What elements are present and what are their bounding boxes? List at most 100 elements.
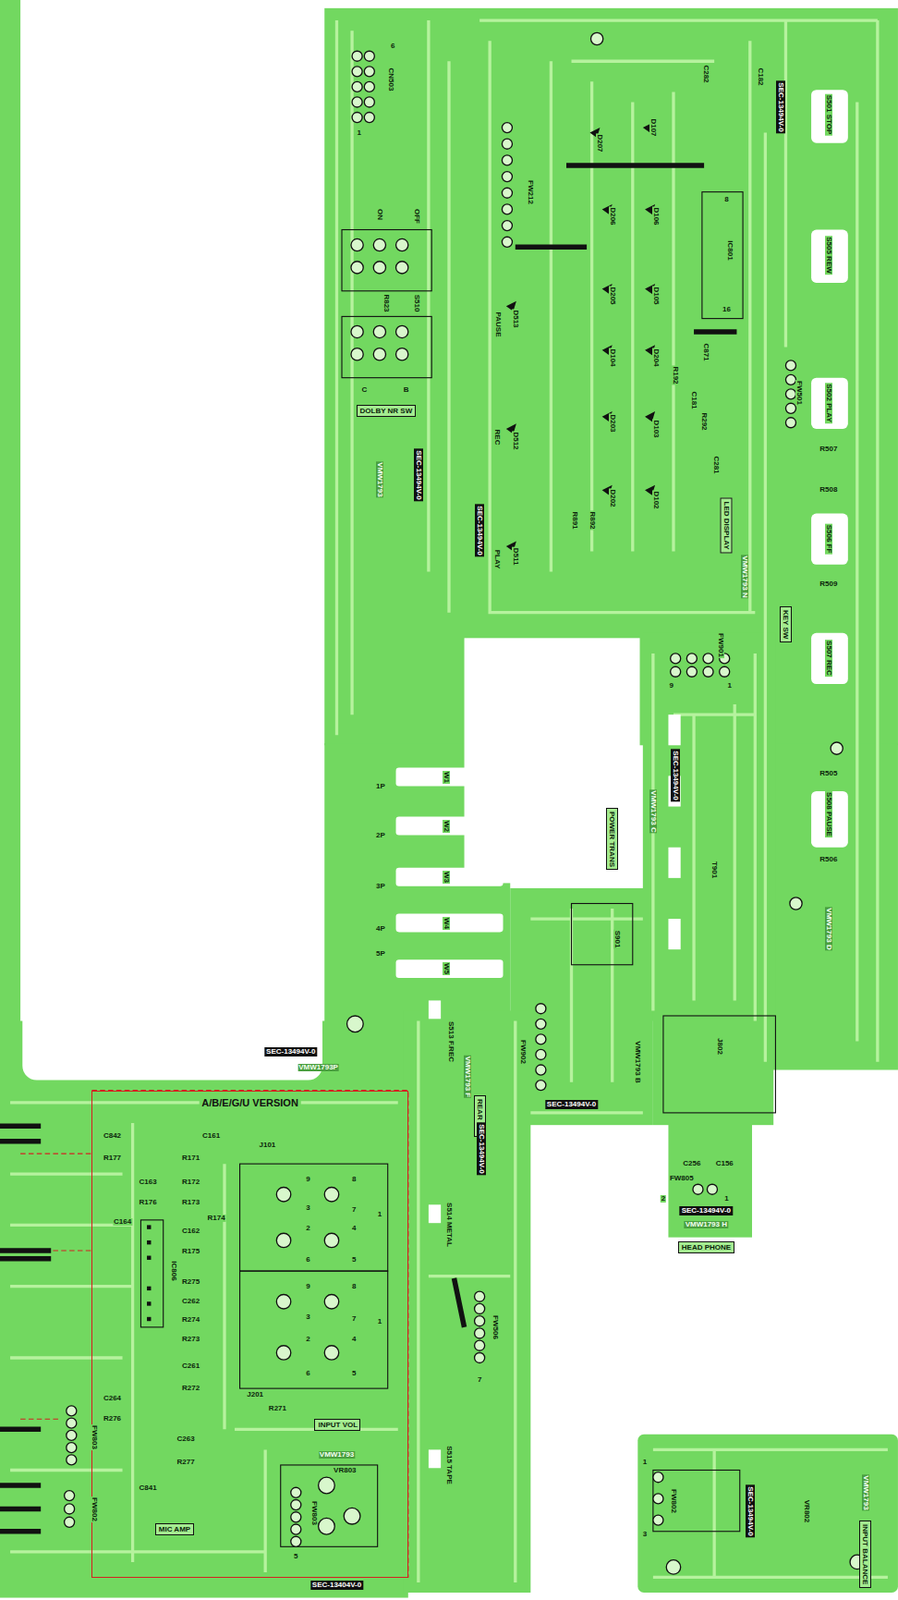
silk-label-box: MIC AMP: [155, 1522, 195, 1535]
part-label: D104: [608, 347, 617, 367]
board-code-tag: SEC-13404V-0: [310, 1579, 364, 1590]
board-code-tag: SEC-13494V-0: [670, 749, 680, 802]
part-label: D512: [511, 431, 520, 451]
part-label: R276: [102, 1414, 122, 1422]
box-text: MIC AMP: [158, 1525, 191, 1533]
part-label: PAUSE: [494, 311, 502, 339]
silk-label-box: INPUT VOL: [314, 1418, 361, 1431]
board-id-text: VMW1793 N: [740, 554, 749, 598]
part-label: D207: [595, 133, 604, 153]
board-code-tag: SEC-13494V-0: [474, 504, 485, 558]
part-label: VR802: [802, 1497, 811, 1522]
part-label: W1: [442, 770, 450, 784]
silk-label-box: INPUT BALANCE: [859, 1519, 872, 1588]
part-label: 5: [292, 1552, 299, 1560]
part-label: CN503: [387, 67, 395, 93]
part-label: D103: [652, 418, 660, 438]
part-label: 8: [723, 195, 729, 204]
part-label: FW501: [795, 379, 803, 406]
part-label: R173: [181, 1198, 201, 1206]
part-label: 7: [351, 1205, 357, 1214]
part-label: 2: [304, 1224, 311, 1232]
part-label: S901: [613, 929, 621, 949]
part-label: C282: [702, 63, 710, 84]
silk-label-box: KEY SW: [779, 606, 792, 643]
part-label: ON: [376, 207, 384, 221]
part-label: 6: [389, 42, 396, 50]
part-label: R507: [818, 445, 838, 453]
part-label: 9: [304, 1175, 311, 1183]
part-label: 3: [304, 1312, 311, 1321]
part-label: FW802: [669, 1487, 678, 1514]
board-code-tag: SEC-13494V-0: [413, 448, 424, 501]
part-label: W5: [442, 961, 450, 975]
part-label: 1: [376, 1210, 383, 1218]
part-label: R174: [206, 1213, 227, 1222]
part-label: 7: [351, 1314, 357, 1323]
part-label: 1: [723, 1194, 729, 1202]
board-id-text: VMW1793 F: [463, 1055, 472, 1098]
part-label: 5: [351, 1255, 357, 1263]
part-label: FW902: [519, 1038, 527, 1065]
part-label: R175: [181, 1247, 201, 1255]
part-label: S508 PAUSE: [825, 790, 833, 838]
box-text: LED DISPLAY: [722, 501, 730, 550]
part-label: C181: [690, 389, 698, 410]
part-label: 5P: [375, 949, 387, 958]
part-label: FW803: [310, 1499, 318, 1526]
part-label: 7: [476, 1375, 483, 1384]
part-label: IC801: [726, 239, 734, 261]
part-label: C281: [712, 454, 720, 474]
part-label: T901: [710, 860, 718, 879]
part-label: R176: [138, 1198, 158, 1206]
box-text: INPUT BALANCE: [861, 1523, 869, 1584]
version-region: A/B/E/G/U VERSIONINPUT VOLMIC AMP: [91, 1090, 408, 1578]
part-label: D106: [652, 206, 660, 227]
board-code-tag: SEC-13494V-0: [745, 1483, 755, 1537]
part-label: R891: [570, 510, 579, 531]
part-label: C841: [138, 1483, 158, 1492]
part-label: R271: [267, 1404, 288, 1412]
part-label: D513: [511, 308, 520, 328]
part-label: R508: [818, 485, 838, 494]
part-label: FW803: [90, 1423, 98, 1450]
part-label: 2P: [375, 831, 387, 839]
part-label: C263: [175, 1434, 195, 1443]
box-text: POWER TRANS: [607, 811, 616, 867]
part-label: R172: [181, 1177, 201, 1186]
part-label: REC: [493, 427, 501, 446]
board-id-text: VMW1793: [318, 1450, 355, 1458]
part-label: OFF: [412, 207, 421, 225]
part-label: D102: [652, 490, 660, 510]
part-label: C261: [181, 1361, 201, 1370]
part-label: FW802: [90, 1495, 98, 1522]
part-label: 3P: [375, 882, 387, 890]
part-label: R505: [818, 769, 838, 777]
part-label: C: [360, 386, 368, 394]
part-label: 4: [351, 1334, 357, 1343]
board-id-text: VMW1793 D: [825, 906, 833, 950]
silk-label-box: HEAD PHONE: [678, 1240, 735, 1253]
board-code-tag: SEC-13494V-0: [264, 1046, 317, 1056]
part-label: S510: [412, 293, 421, 314]
board-id-text: VMW1793: [376, 461, 384, 498]
board-code-tag: SEC-13494V-0: [545, 1099, 598, 1109]
part-label: C256: [681, 1159, 702, 1167]
part-label: C156: [715, 1159, 735, 1167]
part-label: 9: [668, 681, 675, 690]
silk-label-box: POWER TRANS: [606, 807, 619, 870]
part-label: S507 REC: [825, 640, 833, 678]
part-label: 8: [351, 1282, 357, 1290]
part-label: VMW1793 B: [633, 1039, 642, 1083]
part-label: W3: [442, 870, 450, 884]
part-label: 4P: [375, 924, 387, 933]
board-id-text: VMW1793 C: [649, 788, 657, 833]
part-label: FW805: [668, 1174, 695, 1182]
part-label: 9: [304, 1282, 311, 1290]
part-label: 8: [351, 1175, 357, 1183]
part-label: R506: [818, 855, 838, 863]
part-label: B: [402, 386, 411, 394]
part-label: R272: [181, 1383, 201, 1392]
silk-label-box: DOLBY NR SW: [356, 404, 416, 417]
part-label: IC806: [169, 1259, 178, 1281]
